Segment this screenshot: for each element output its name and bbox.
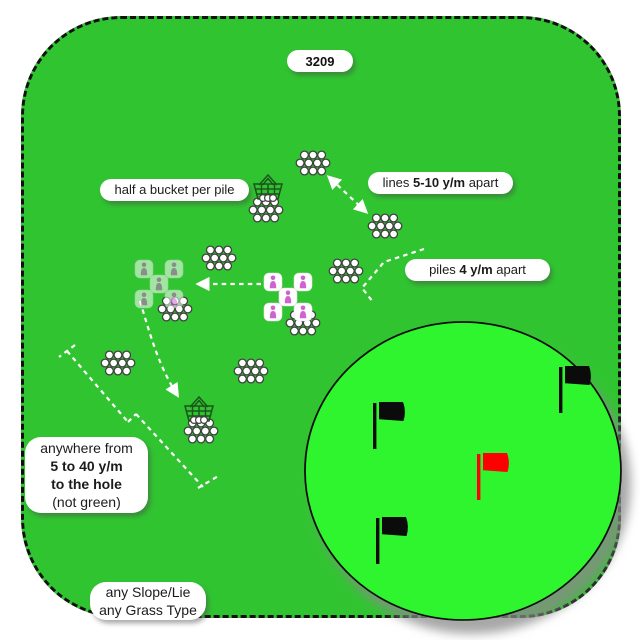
label-line: any Grass Type bbox=[99, 602, 197, 618]
label-line: anywhere from bbox=[40, 439, 133, 456]
label-line: piles 4 y/m apart bbox=[429, 261, 526, 277]
label-half-bucket-per-pile: half a bucket per pile bbox=[100, 179, 249, 201]
label-line: 5 to 40 y/m bbox=[50, 457, 123, 474]
label-conditions: any Slope/Lie any Grass Type bbox=[90, 582, 206, 620]
drill-number-badge: 3209 bbox=[287, 50, 353, 72]
label-line: lines 5-10 y/m apart bbox=[382, 174, 499, 190]
label-line: half a bucket per pile bbox=[114, 181, 235, 197]
label-line: to the hole bbox=[51, 476, 122, 492]
label-line: any Slope/Lie bbox=[105, 583, 191, 600]
label-lines-apart: lines 5-10 y/m apart bbox=[368, 172, 513, 194]
label-line: (not green) bbox=[52, 494, 121, 511]
label-piles-apart: piles 4 y/m apart bbox=[405, 259, 550, 281]
